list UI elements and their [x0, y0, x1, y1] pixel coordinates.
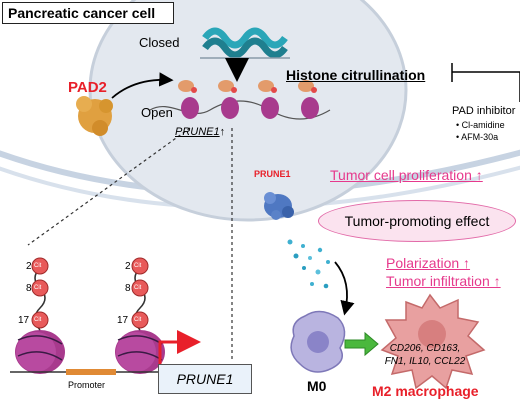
transcription-arrow [158, 330, 201, 370]
cit-label: Cit [34, 263, 42, 269]
m0-label: M0 [307, 378, 327, 394]
secreted-particles [287, 239, 330, 289]
promoter-label: Promoter [68, 380, 106, 390]
prune1-protein-icon [264, 192, 294, 220]
gene-arrow: ↑ [219, 126, 226, 138]
inhibitor-item-1: • Cl-amidine [456, 120, 505, 130]
prune1-protein-label: PRUNE1 [254, 169, 291, 179]
cit-label: Cit [134, 285, 142, 291]
pad2-enzyme-icon [76, 96, 113, 136]
open-chromatin-icon [149, 80, 331, 120]
m2-marker-line-1: CD206, CD163, [389, 343, 461, 354]
infiltration-label: Tumor infiltration ↑ [386, 273, 501, 289]
open-chromatin-label: Open [141, 105, 173, 120]
closed-chromatin-label: Closed [139, 35, 180, 50]
m0-macrophage-icon [290, 310, 346, 373]
polarization-transition-arrow [344, 331, 379, 357]
histone-citrullination-label: Histone citrullination [286, 67, 426, 83]
polarization-label: Polarization ↑ [386, 255, 471, 271]
nucleus [88, 0, 408, 222]
proliferation-label: Tumor cell proliferation ↑ [330, 167, 483, 183]
inhibition-line [451, 63, 520, 102]
inhibitor-title: PAD inhibitor [452, 105, 516, 117]
site-number-8-right: 8 [125, 283, 131, 294]
pad2-arrow [111, 72, 174, 99]
m2-macrophage-icon [380, 293, 486, 390]
cit-label: Cit [34, 285, 42, 291]
prune1-gene-box: PRUNE1 [158, 364, 252, 394]
cit-label: Cit [134, 263, 142, 269]
site-number-2-left: 2 [26, 261, 32, 272]
pad2-label: PAD2 [68, 79, 107, 96]
site-number-8-left: 8 [26, 283, 32, 294]
diagram-title: Pancreatic cancer cell [2, 2, 174, 24]
gene-name: PRUNE1 [175, 126, 220, 138]
m2-markers: CD206, CD163, FN1, IL10, CCL22 [375, 342, 475, 368]
secretion-arrow [334, 261, 355, 316]
site-number-2-right: 2 [125, 261, 131, 272]
site-number-17-right: 17 [117, 315, 129, 326]
promoter-bar [66, 369, 116, 375]
cit-label: Cit [34, 317, 42, 323]
tumor-promoting-ellipse: Tumor-promoting effect [318, 200, 516, 242]
site-number-17-left: 17 [18, 315, 30, 326]
nucleosome-detail-2 [115, 257, 165, 374]
m2-marker-line-2: FN1, IL10, CCL22 [384, 356, 466, 367]
nucleosome-detail-1 [15, 257, 65, 374]
m2-label: M2 macrophage [372, 383, 479, 399]
gene-label: PRUNE1↑ [175, 127, 225, 138]
cit-label: Cit [134, 317, 142, 323]
inhibitor-item-2: • AFM-30a [456, 132, 499, 142]
tumor-promoting-label: Tumor-promoting effect [344, 213, 490, 229]
